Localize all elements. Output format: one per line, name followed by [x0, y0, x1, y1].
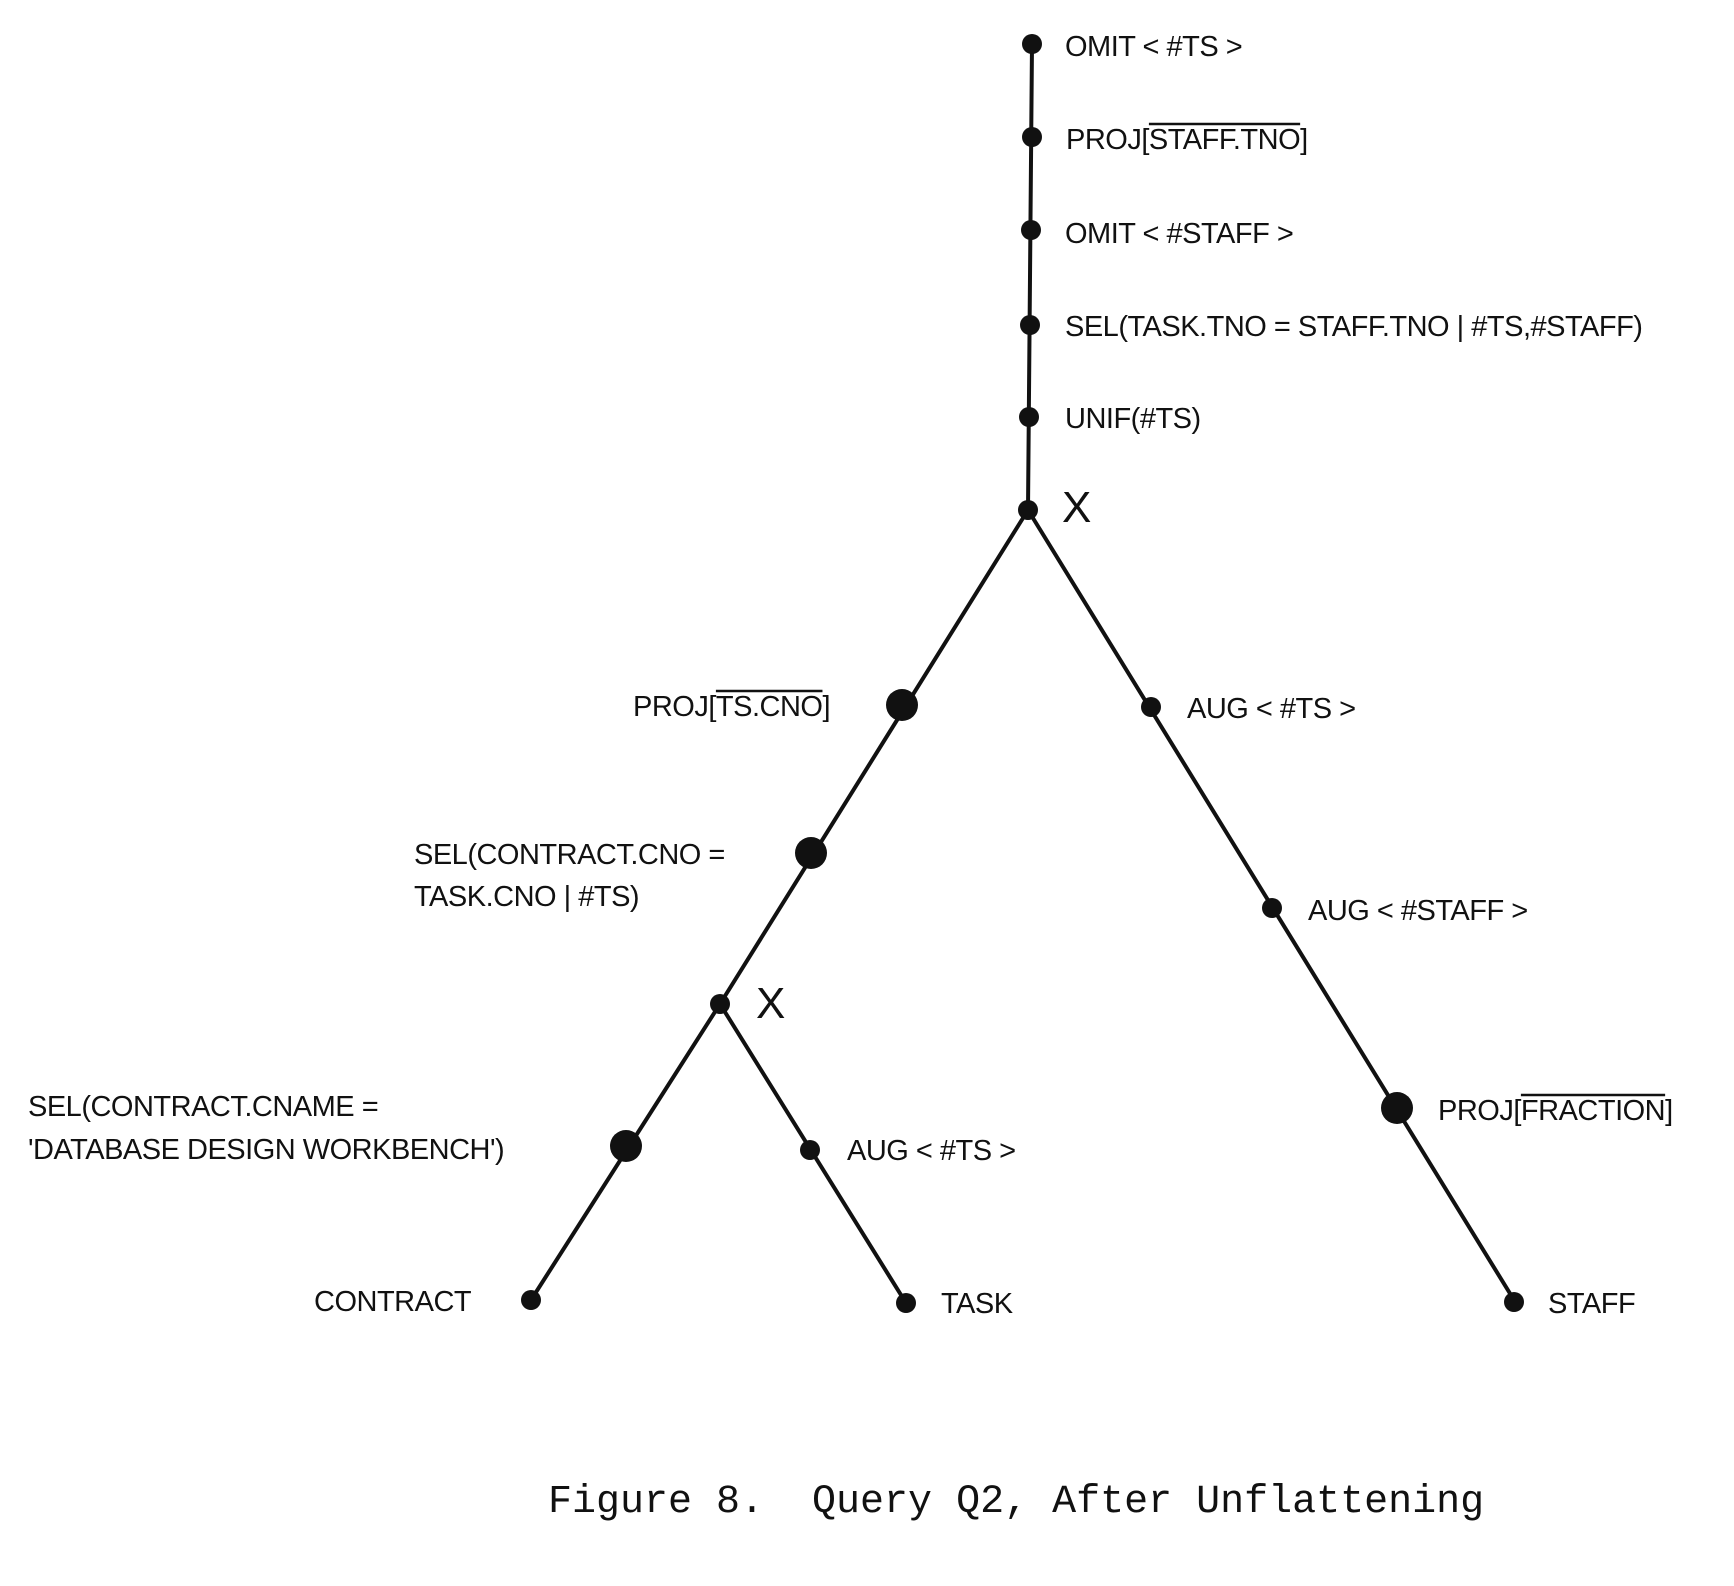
label-proj-fraction-attr: FRACTION [1521, 1095, 1665, 1127]
node-proj-ts-cno [886, 689, 918, 721]
node-aug-staff [1262, 898, 1282, 918]
label-contract: CONTRACT [314, 1286, 472, 1318]
tree-nodes [521, 34, 1524, 1313]
node-aug-ts-left [800, 1140, 820, 1160]
label-proj-fraction-prefix: PROJ[ [1438, 1095, 1521, 1127]
label-proj-staff-tno-attr: STAFF.TNO [1149, 124, 1300, 156]
node-sel-task-staff [1020, 315, 1040, 335]
label-aug-ts-right: AUG < #TS > [1187, 693, 1356, 725]
label-sel-cname-line1: SEL(CONTRACT.CNAME = [28, 1091, 378, 1123]
label-proj-ts-cno-attr: TS.CNO [716, 691, 823, 723]
label-sel-contract-cno-line2: TASK.CNO | #TS) [414, 881, 639, 913]
node-omit-ts [1022, 34, 1042, 54]
node-sel-cname [610, 1130, 642, 1162]
label-proj-ts-cno: PROJ[TS.CNO] [633, 691, 830, 723]
node-aug-ts-right [1141, 697, 1161, 717]
label-proj-ts-cno-prefix: PROJ[ [633, 691, 716, 723]
node-join-top [1018, 500, 1038, 520]
label-task: TASK [941, 1288, 1014, 1320]
label-join-top: X [1062, 483, 1091, 532]
node-staff [1504, 1292, 1524, 1312]
edge-trunk [1026, 42, 1034, 512]
label-unif-ts: UNIF(#TS) [1065, 403, 1201, 435]
label-proj-fraction: PROJ[FRACTION] [1438, 1095, 1673, 1127]
label-proj-staff-tno-prefix: PROJ[ [1066, 124, 1149, 156]
node-proj-fraction [1381, 1092, 1413, 1124]
overline-bars [715, 122, 1666, 1097]
node-contract [521, 1290, 541, 1310]
node-omit-staff [1021, 220, 1041, 240]
label-aug-staff: AUG < #STAFF > [1308, 895, 1528, 927]
label-proj-fraction-suffix: ] [1665, 1095, 1673, 1127]
node-proj-staff-tno [1022, 127, 1042, 147]
figure-caption: Figure 8. Query Q2, After Unflattening [548, 1480, 1484, 1525]
label-proj-staff-tno: PROJ[STAFF.TNO] [1066, 124, 1308, 156]
edge-join-top-left [718, 508, 1030, 1006]
node-join-bottom [710, 994, 730, 1014]
label-join-bottom: X [756, 979, 785, 1028]
label-aug-ts-left: AUG < #TS > [847, 1135, 1016, 1167]
label-sel-cname-line2: 'DATABASE DESIGN WORKBENCH') [28, 1134, 504, 1166]
label-omit-ts: OMIT < #TS > [1065, 31, 1242, 63]
label-proj-ts-cno-suffix: ] [822, 691, 830, 723]
node-unif-ts [1019, 407, 1039, 427]
label-proj-staff-tno-suffix: ] [1300, 124, 1308, 156]
label-omit-staff: OMIT < #STAFF > [1065, 218, 1293, 250]
tree-labels: OMIT < #TS > PROJ[STAFF.TNO] OMIT < #STA… [28, 31, 1673, 1320]
node-sel-contract-cno [795, 837, 827, 869]
node-task [896, 1293, 916, 1313]
label-sel-contract-cno-line1: SEL(CONTRACT.CNO = [414, 839, 725, 871]
label-sel-task-staff: SEL(TASK.TNO = STAFF.TNO | #TS,#STAFF) [1065, 311, 1642, 343]
label-staff: STAFF [1548, 1288, 1635, 1320]
